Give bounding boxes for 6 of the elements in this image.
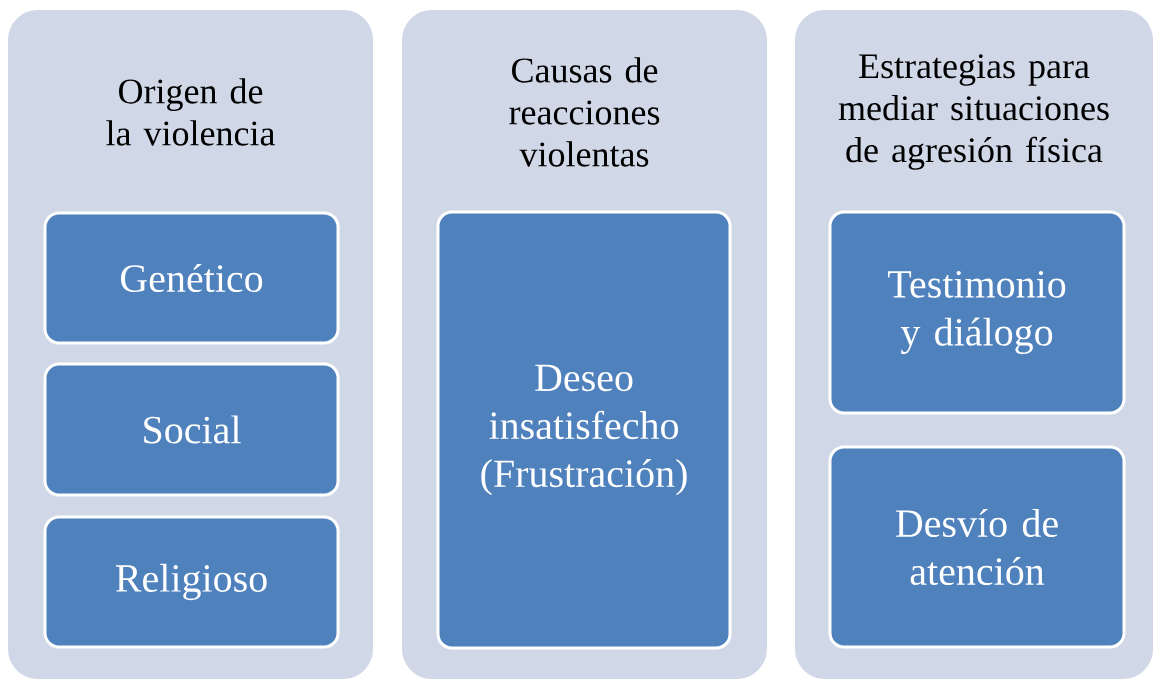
category-box: Deseo insatisfecho (Frustración) (436, 210, 732, 650)
category-box: Religioso (43, 515, 340, 649)
category-box: Desvío de atención (828, 445, 1126, 649)
category-box: Genético (43, 211, 340, 345)
category-box: Testimonio y diálogo (828, 210, 1126, 415)
category-box: Social (43, 362, 340, 497)
